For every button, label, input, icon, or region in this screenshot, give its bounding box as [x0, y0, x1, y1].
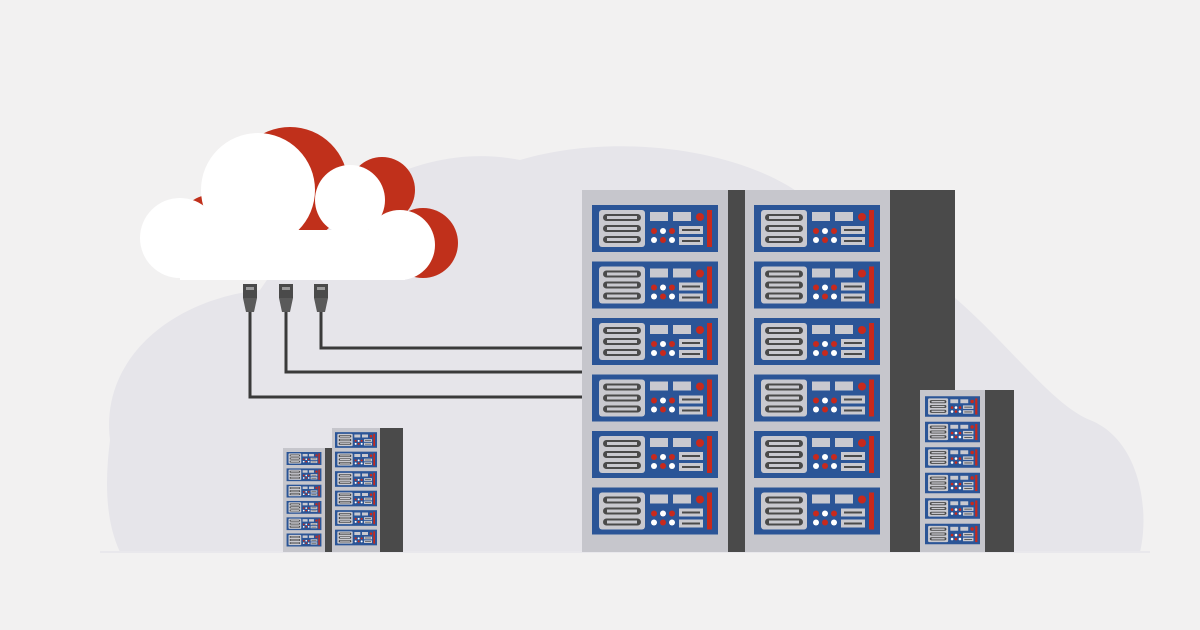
server-unit-icon — [925, 421, 980, 443]
cloud-icon — [140, 127, 458, 280]
server-unit-icon — [925, 396, 980, 417]
server-unit-icon — [754, 487, 880, 535]
plug-icon — [243, 284, 257, 312]
small-rack-right-server-rack — [920, 390, 1014, 552]
server-unit-icon — [925, 498, 980, 519]
server-unit-icon — [286, 500, 322, 514]
server-unit-icon — [286, 484, 322, 498]
rack-side — [380, 428, 403, 552]
rack-side — [728, 190, 745, 552]
small-rack-left-b-server-rack — [332, 428, 403, 552]
server-unit-icon — [925, 447, 980, 468]
server-unit-icon — [592, 431, 718, 478]
plug-icon — [314, 284, 328, 312]
server-unit-icon — [335, 471, 377, 487]
server-unit-icon — [754, 318, 880, 365]
server-unit-icon — [754, 261, 880, 309]
main-rack-1-server-rack — [582, 190, 745, 552]
server-unit-icon — [754, 205, 880, 252]
rack-side — [325, 448, 332, 552]
cable-3 — [319, 310, 583, 350]
server-unit-icon — [592, 487, 718, 535]
rack-side — [985, 390, 1014, 552]
server-unit-icon — [592, 261, 718, 309]
cable-1 — [248, 310, 583, 399]
small-rack-left-a-server-rack — [283, 448, 332, 552]
server-unit-icon — [335, 529, 377, 546]
server-unit-icon — [335, 432, 377, 448]
server-unit-icon — [925, 523, 980, 545]
server-unit-icon — [925, 472, 980, 494]
server-unit-icon — [754, 431, 880, 478]
server-unit-icon — [592, 374, 718, 422]
server-unit-icon — [592, 205, 718, 252]
server-unit-icon — [286, 468, 322, 482]
server-unit-icon — [286, 533, 322, 547]
server-unit-icon — [286, 517, 322, 531]
plug-icon — [279, 284, 293, 312]
server-unit-icon — [286, 452, 322, 465]
server-unit-icon — [592, 318, 718, 365]
cable-plugs — [243, 284, 328, 312]
network-cables — [248, 310, 583, 399]
cable-2 — [284, 310, 583, 374]
server-unit-icon — [335, 451, 377, 468]
server-unit-icon — [754, 374, 880, 422]
server-unit-icon — [335, 490, 377, 507]
server-unit-icon — [335, 510, 377, 526]
